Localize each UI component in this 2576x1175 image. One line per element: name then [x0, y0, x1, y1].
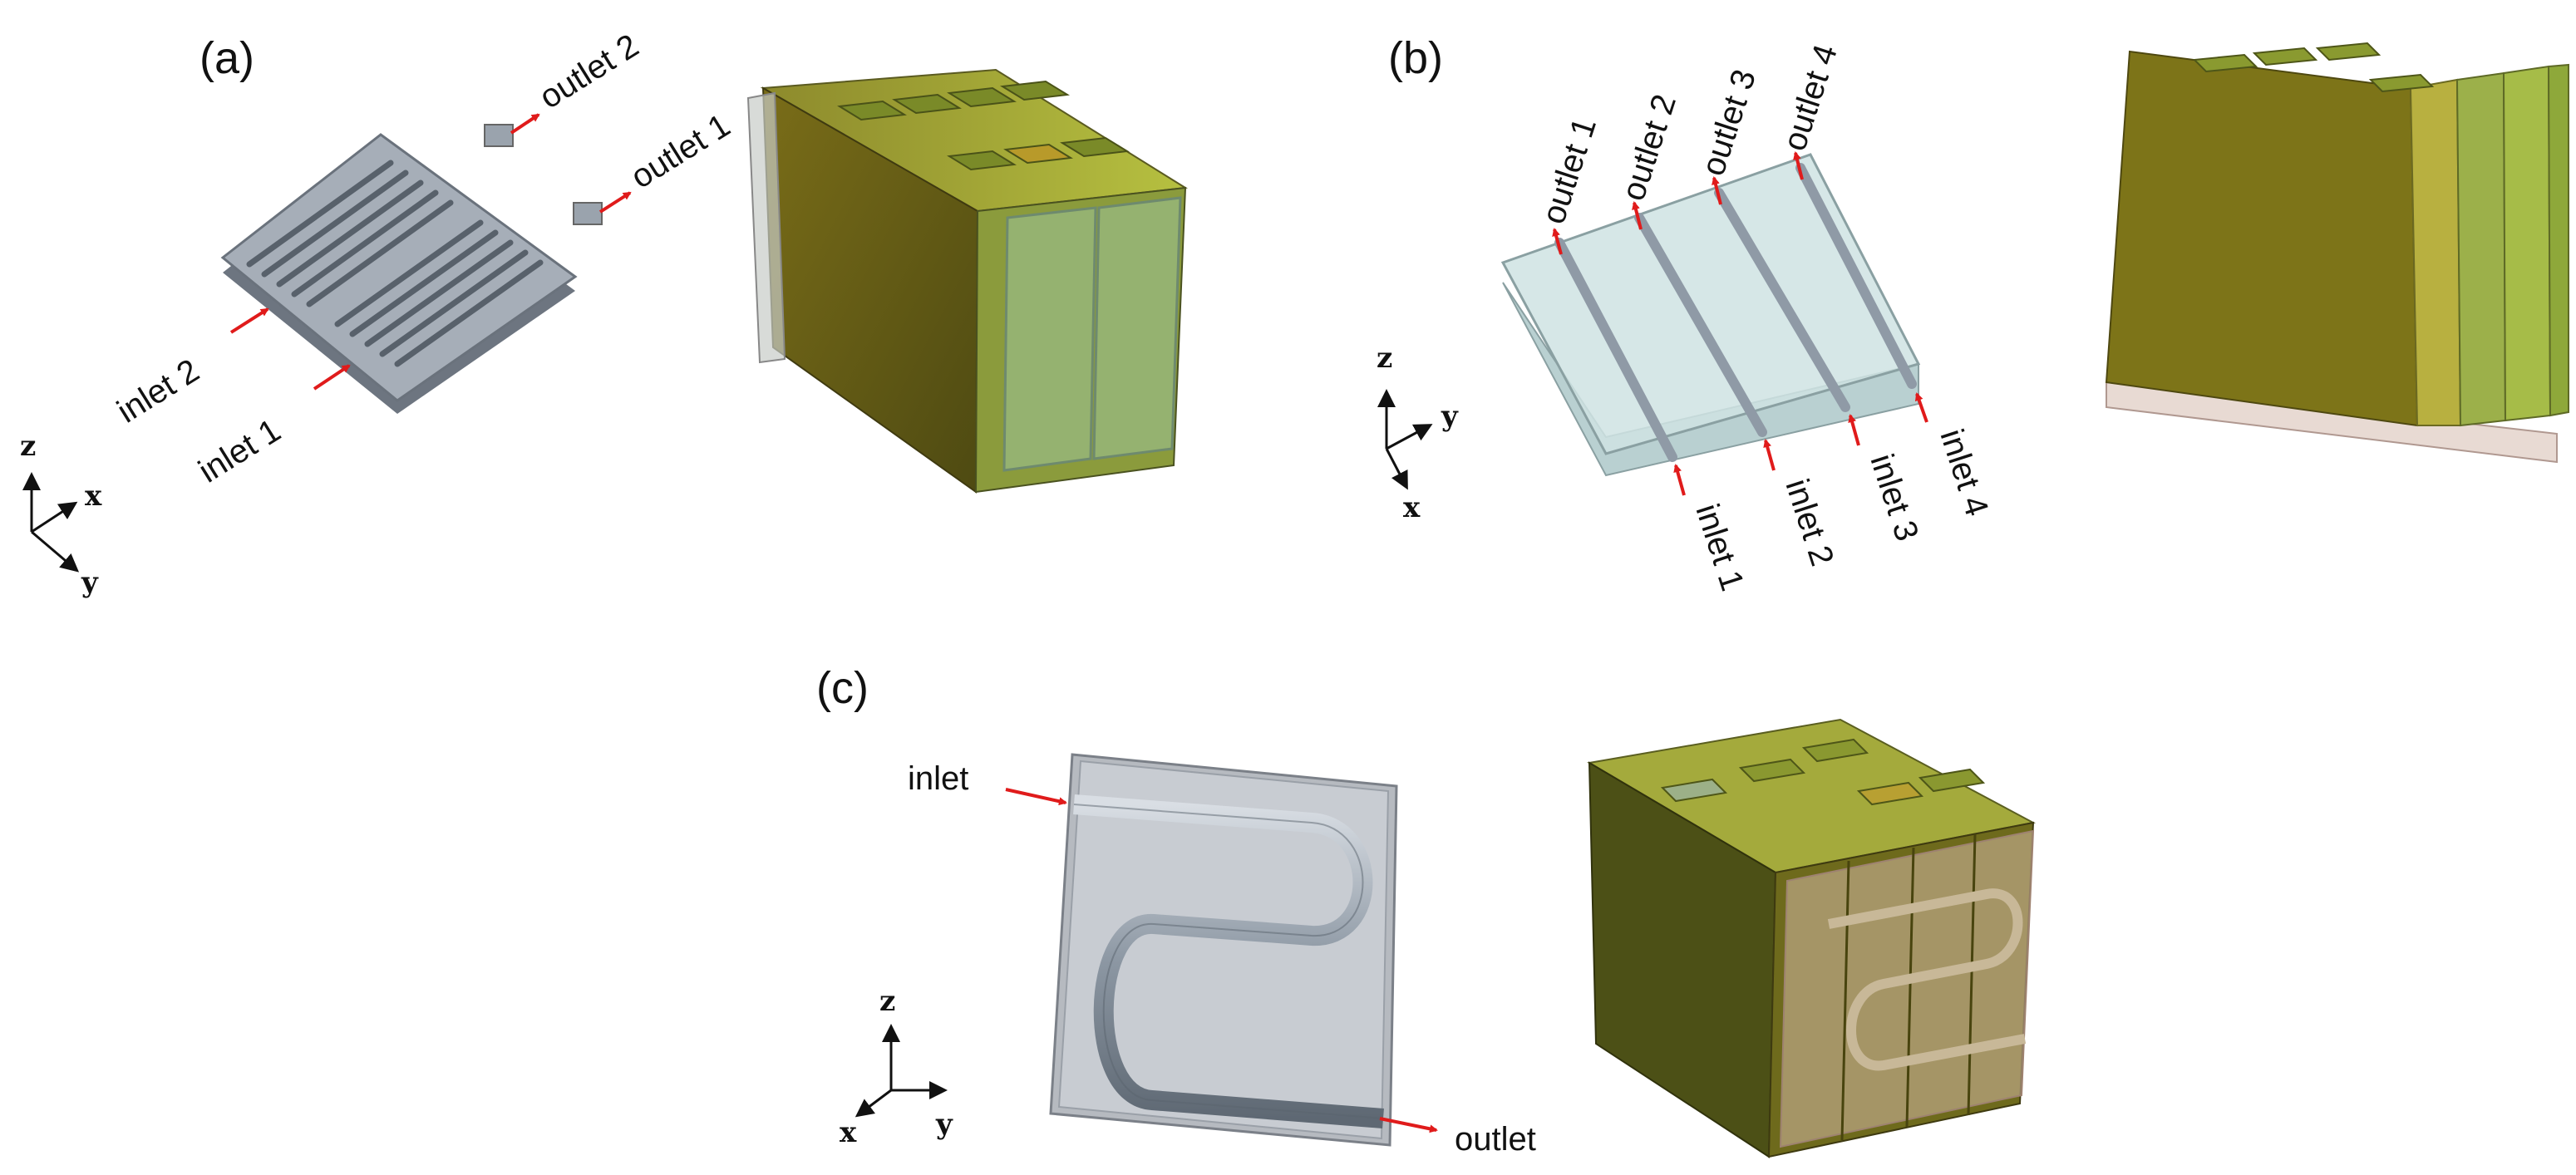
axis-x-label: x: [840, 1116, 857, 1149]
outlet-1-arrow: [598, 191, 632, 214]
outlet-arrow: [1379, 1117, 1438, 1133]
outlet-2-arrow: [510, 113, 540, 135]
axis-y-arrow: [31, 530, 80, 573]
inlet-1-label: inlet 1: [1688, 499, 1751, 595]
plate-front: [1057, 760, 1390, 1140]
plate-top: [220, 133, 578, 402]
panel-a-label: (a): [199, 33, 254, 83]
serpentine-tube-edge: [1073, 804, 1384, 1119]
side-plate: [746, 91, 786, 364]
panel-a-arrows: [229, 113, 632, 391]
panel-a: (a) outlet 2 outlet 1 inlet 2 inlet 1: [20, 27, 1188, 599]
panel-c: (c) inlet outlet z y x: [816, 663, 2036, 1158]
plate-channels: [1554, 163, 1917, 462]
cold-plate-1: [1002, 206, 1097, 472]
panel-a-cold-plate: [220, 124, 603, 414]
axis-y-label: y: [81, 566, 99, 599]
outlet-1-stub: [573, 202, 603, 225]
axis-x-arrow: [1385, 448, 1408, 490]
module-front: [2105, 50, 2419, 427]
inlet-4-label: inlet 4: [1933, 425, 1995, 520]
cell-2: [2455, 71, 2507, 427]
axis-x-label: x: [1403, 491, 1421, 524]
outlet-1-label: outlet 1: [624, 107, 736, 196]
terminals: [837, 80, 1130, 171]
axis-y-label: y: [935, 1108, 953, 1141]
outlet-1-label: outlet 1: [1535, 113, 1603, 228]
outlet-2-stub: [484, 124, 514, 147]
embedded-tube: [1827, 888, 2027, 1071]
panel-b-inlet-arrows: [1673, 392, 1928, 496]
panel-c-arrows: [1005, 788, 1438, 1133]
axis-z-label: z: [879, 985, 895, 1018]
inlet-1-label: inlet 1: [192, 412, 287, 490]
panel-b-outlet-arrows: [1552, 151, 1804, 255]
panel-b-axes: [1377, 389, 1433, 490]
panel-b-battery-module: [2105, 42, 2569, 464]
plate-top: [1500, 153, 1921, 455]
axis-y-label: y: [1441, 400, 1459, 433]
panel-c-battery-module: [1587, 718, 2036, 1158]
outlet-2-label: outlet 2: [1615, 90, 1683, 204]
panel-b-label: (b): [1388, 33, 1443, 83]
terminals: [1660, 738, 1986, 806]
plate-channels: [246, 160, 544, 367]
outlet-4-label: outlet 4: [1776, 40, 1845, 155]
inlet-2-label: inlet 2: [1778, 474, 1840, 570]
cell-1: [2409, 78, 2462, 426]
cold-plate-2: [1092, 196, 1182, 460]
axis-x-label: x: [85, 479, 102, 513]
axis-z-label: z: [1377, 342, 1392, 375]
panel-c-axes: [855, 1024, 948, 1118]
inlet-2-arrow: [229, 307, 269, 334]
cell-3: [2502, 65, 2552, 422]
outlet-2-label: outlet 2: [533, 27, 645, 116]
panel-a-battery-module: [746, 68, 1188, 494]
panel-b: (b) outlet 1 outlet 2: [1377, 33, 2569, 595]
panel-b-cooling-plate: [1500, 153, 1921, 477]
outlet-label: outlet: [1455, 1121, 1536, 1158]
axis-z-label: z: [20, 430, 36, 463]
inlet-arrow: [1005, 788, 1067, 806]
inlet-3-label: inlet 3: [1863, 450, 1925, 545]
inlet-1-arrow: [313, 364, 351, 391]
outlet-3-label: outlet 3: [1695, 65, 1763, 179]
cell-4: [2547, 63, 2569, 417]
panel-c-label: (c): [816, 663, 869, 713]
axis-y-arrow: [1386, 424, 1433, 450]
inlet-label: inlet: [908, 760, 968, 797]
cell-dividers: [1840, 833, 1977, 1141]
panel-c-cold-plate: [1049, 753, 1398, 1147]
panel-a-axes: [22, 472, 80, 573]
axis-x-arrow: [855, 1089, 892, 1118]
axis-x-arrow: [31, 501, 78, 533]
terminals: [2192, 42, 2435, 93]
inlet-2-label: inlet 2: [111, 352, 205, 430]
